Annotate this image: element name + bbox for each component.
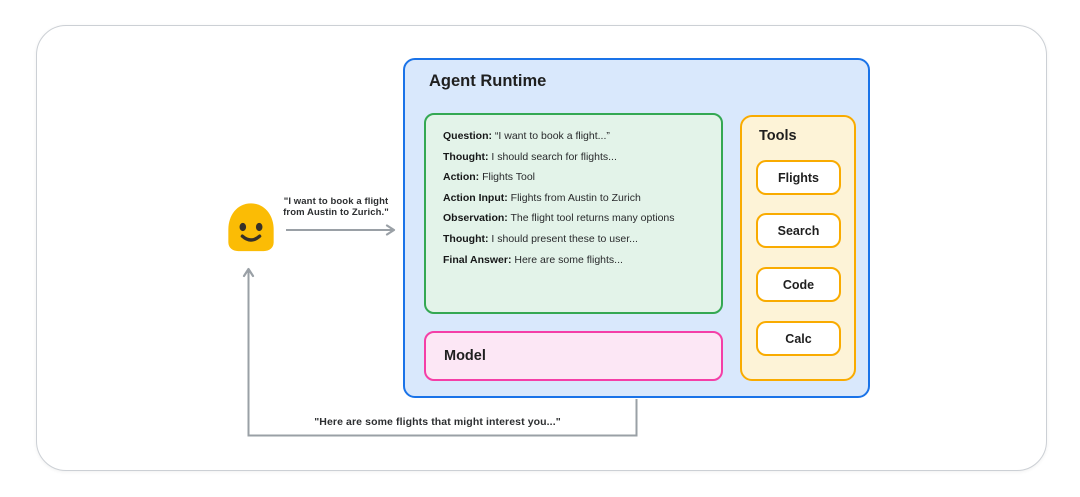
- tools-title: Tools: [759, 128, 797, 144]
- trace-line-action-input: Action Input: Flights from Austin to Zur…: [443, 191, 641, 204]
- emoji-smile: [240, 234, 262, 242]
- tools-panel: Tools Flights Search Code Calc: [740, 115, 856, 381]
- agent-reply-label: "Here are some flights that might intere…: [314, 416, 561, 428]
- trace-line-thought2: Thought: I should present these to user.…: [443, 232, 638, 245]
- model-panel: Model: [424, 331, 723, 381]
- tool-button-search: Search: [756, 213, 841, 248]
- tool-button-code: Code: [756, 267, 841, 302]
- trace-line-action: Action: Flights Tool: [443, 171, 536, 184]
- model-title: Model: [444, 348, 486, 364]
- tool-button-flights: Flights: [756, 160, 841, 195]
- user-emoji-icon: [228, 203, 274, 252]
- emoji-left-eye: [239, 222, 247, 232]
- trace-line-question: Question: “I want to book a flight...”: [443, 130, 610, 142]
- trace-line-final-answer: Final Answer: Here are some flights...: [443, 253, 623, 266]
- user-query-line: from Austin to Zurich.": [283, 207, 389, 218]
- reasoning-trace-panel: Question: “I want to book a flight...” T…: [424, 113, 723, 314]
- emoji-right-eye: [255, 222, 263, 232]
- user-query-label: "I want to book a flight from Austin to …: [272, 196, 400, 218]
- user-query-line: "I want to book a flight: [283, 196, 389, 207]
- agent-runtime-panel: Agent Runtime Question: “I want to book …: [403, 58, 870, 398]
- trace-line-thought1: Thought: I should search for flights...: [443, 150, 617, 163]
- tool-button-calc: Calc: [756, 321, 841, 356]
- trace-line-observation: Observation: The flight tool returns man…: [443, 212, 675, 225]
- agent-runtime-title: Agent Runtime: [429, 72, 547, 90]
